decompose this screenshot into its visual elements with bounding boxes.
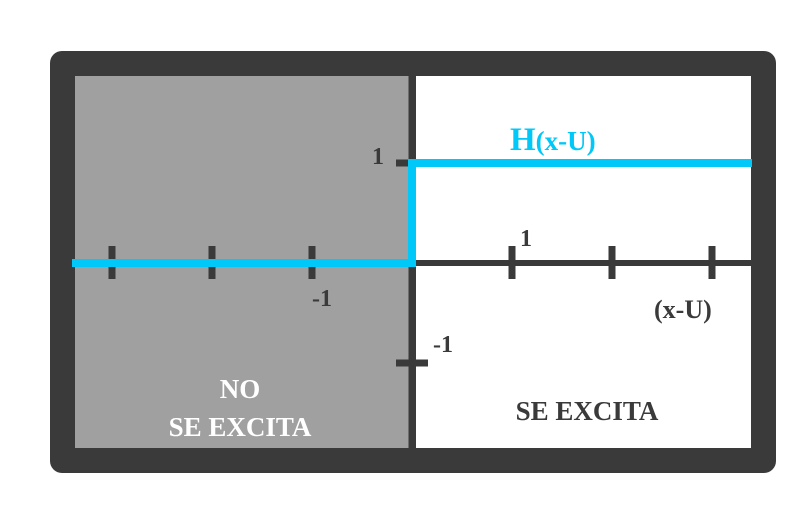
series-label: H(x-U) (510, 122, 596, 158)
region-label-line: NO (220, 374, 261, 404)
region-label-line: SE EXCITA (169, 412, 312, 442)
x-axis-title: (x-U) (654, 295, 712, 324)
y-tick-label-neg1: -1 (433, 332, 453, 358)
y-tick-label-1: 1 (372, 144, 384, 170)
x-tick-label-neg1: -1 (312, 286, 332, 312)
region-label-line: SE EXCITA (516, 396, 659, 426)
region-label-no-excita: NO SE EXCITA (169, 374, 312, 442)
x-tick-label-1: 1 (520, 226, 532, 252)
series-line-h (72, 159, 752, 267)
region-label-se-excita: SE EXCITA (516, 396, 659, 426)
